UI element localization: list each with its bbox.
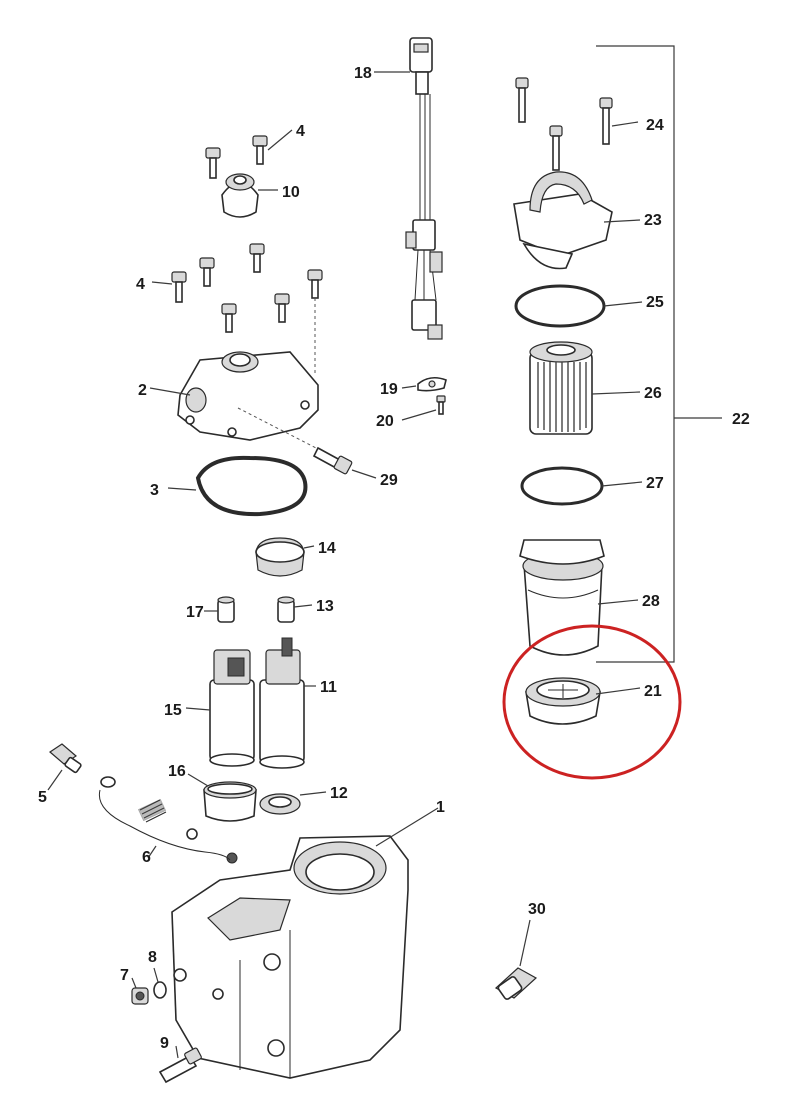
label-15: 15 xyxy=(164,702,182,719)
label-13: 13 xyxy=(316,598,334,615)
label-16: 16 xyxy=(168,763,186,780)
part-25-oring[interactable] xyxy=(514,284,606,328)
label-8: 8 xyxy=(148,949,157,966)
part-21-cap[interactable] xyxy=(525,677,601,725)
label-18: 18 xyxy=(354,65,372,82)
part-30-fitting[interactable] xyxy=(494,967,538,1000)
label-30: 30 xyxy=(528,901,546,918)
part-11-pump[interactable] xyxy=(259,637,305,769)
label-7: 7 xyxy=(120,967,129,984)
part-9-bleeder[interactable] xyxy=(158,1047,202,1084)
assembly-22-bracket xyxy=(596,45,675,663)
label-23: 23 xyxy=(644,212,662,229)
label-4-left: 4 xyxy=(136,276,145,293)
part-6-kit[interactable] xyxy=(98,776,238,864)
label-19: 19 xyxy=(380,381,398,398)
part-5-fitting[interactable] xyxy=(49,743,82,774)
label-9: 9 xyxy=(160,1035,169,1052)
highlight-circle xyxy=(502,624,682,780)
part-4-screws-group[interactable] xyxy=(171,243,323,333)
part-19-bracket[interactable] xyxy=(417,376,447,392)
label-1: 1 xyxy=(436,799,445,816)
label-25: 25 xyxy=(646,294,664,311)
label-27: 27 xyxy=(646,475,664,492)
label-29: 29 xyxy=(380,472,398,489)
part-26-filter-element[interactable] xyxy=(529,341,593,435)
label-11: 11 xyxy=(320,679,337,696)
label-28: 28 xyxy=(642,593,660,610)
part-24-screws[interactable] xyxy=(515,77,613,171)
part-3-gasket[interactable] xyxy=(195,455,308,517)
part-12-seal[interactable] xyxy=(259,793,301,815)
label-4-top: 4 xyxy=(296,123,305,140)
part-10-regulator[interactable] xyxy=(221,173,259,218)
part-16-cup[interactable] xyxy=(203,781,257,822)
part-2-cover[interactable] xyxy=(177,351,319,441)
part-28-bowl[interactable] xyxy=(519,539,605,656)
label-14: 14 xyxy=(318,540,336,557)
part-18-harness[interactable] xyxy=(405,37,443,340)
label-21: 21 xyxy=(644,683,662,700)
part-4-screws-top[interactable] xyxy=(205,135,268,179)
part-27-oring[interactable] xyxy=(520,466,604,506)
label-26: 26 xyxy=(644,385,662,402)
label-5: 5 xyxy=(38,789,47,806)
part-8-oring[interactable] xyxy=(153,981,167,999)
label-24: 24 xyxy=(646,117,664,134)
label-20: 20 xyxy=(376,413,394,430)
part-7-plug[interactable] xyxy=(131,987,149,1005)
part-13-sleeve[interactable] xyxy=(277,596,295,623)
label-3: 3 xyxy=(150,482,159,499)
part-20-screw[interactable] xyxy=(436,395,446,415)
part-15-pump[interactable] xyxy=(209,649,255,767)
label-10: 10 xyxy=(282,184,300,201)
label-22: 22 xyxy=(732,411,750,428)
part-23-lid[interactable] xyxy=(513,171,613,270)
label-2: 2 xyxy=(138,382,147,399)
part-29-sensor[interactable] xyxy=(312,446,353,475)
label-12: 12 xyxy=(330,785,348,802)
part-17-sleeve[interactable] xyxy=(217,596,235,623)
label-6: 6 xyxy=(142,849,151,866)
label-17: 17 xyxy=(186,604,204,621)
part-1-housing[interactable] xyxy=(171,835,409,1079)
part-14-cap[interactable] xyxy=(255,537,305,577)
